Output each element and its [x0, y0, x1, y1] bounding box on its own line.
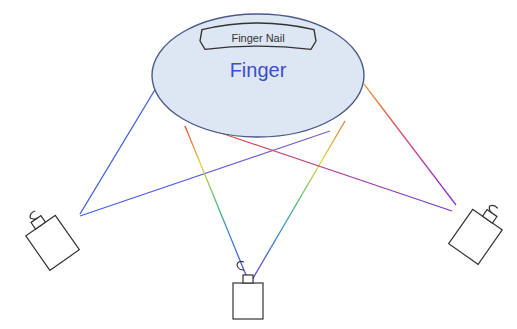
finger-nail: Finger Nail: [199, 22, 317, 60]
node-label: Finger Nail: [231, 32, 284, 44]
node-label: Finger: [230, 59, 287, 82]
finger-ellipse: Finger Finger Nail: [151, 13, 365, 138]
